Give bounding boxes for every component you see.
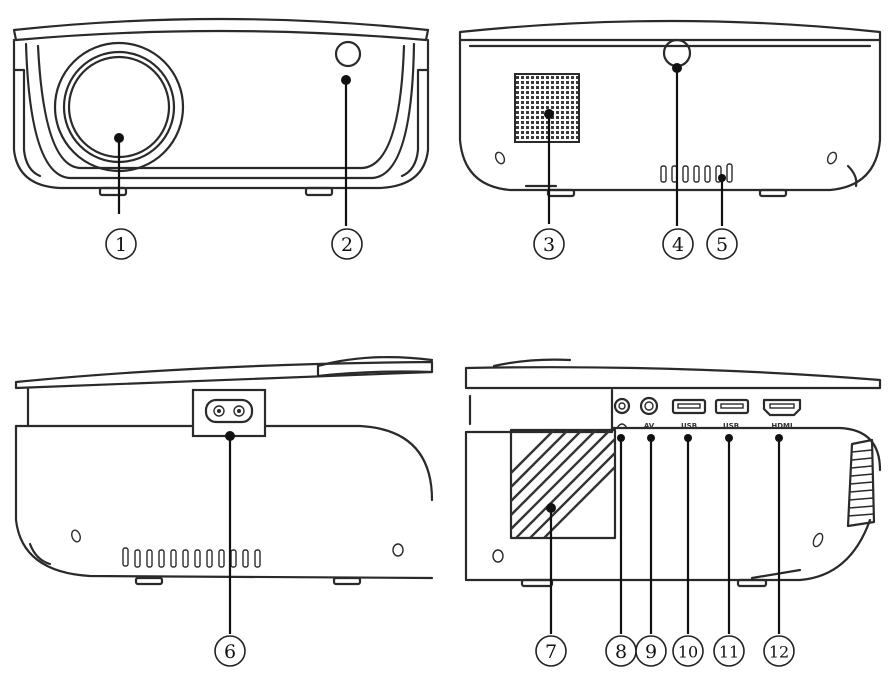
callout-12: 12 bbox=[763, 635, 795, 667]
hdmi-port-label: HDMI bbox=[771, 422, 792, 430]
usb-port-1-label: USB bbox=[681, 422, 697, 430]
usb-port-2-label: USB bbox=[723, 422, 739, 430]
callout-2-number: 2 bbox=[341, 234, 353, 256]
right-view: AV USB USB HDMI bbox=[464, 358, 882, 634]
hdmi-port: HDMI bbox=[762, 398, 802, 430]
callout-8: 8 bbox=[605, 635, 637, 667]
callout-6: 6 bbox=[214, 635, 246, 667]
callout-2: 2 bbox=[331, 228, 363, 260]
callout-7: 7 bbox=[535, 635, 567, 667]
callout-9: 9 bbox=[635, 635, 667, 667]
callout-3: 3 bbox=[533, 228, 565, 260]
vent-grill-right bbox=[509, 428, 617, 540]
side-grip-right bbox=[846, 438, 876, 528]
ir-sensor-front bbox=[334, 40, 362, 68]
speaker-grill bbox=[514, 73, 580, 143]
callout-12-number: 12 bbox=[769, 643, 789, 662]
callout-4: 4 bbox=[662, 228, 694, 260]
callout-9-number: 9 bbox=[645, 641, 657, 663]
callout-1-number: 1 bbox=[115, 234, 127, 256]
av-port-label: AV bbox=[644, 422, 655, 430]
front-view bbox=[12, 17, 430, 226]
power-socket-housing bbox=[191, 388, 267, 438]
av-port: AV bbox=[639, 396, 659, 430]
usb-port-1: USB bbox=[671, 398, 707, 430]
vent-slots-left bbox=[122, 547, 261, 568]
callout-3-number: 3 bbox=[543, 234, 555, 256]
callout-4-number: 4 bbox=[672, 234, 684, 256]
callout-11-number: 11 bbox=[719, 643, 739, 662]
callout-10: 10 bbox=[672, 635, 704, 667]
callout-8-number: 8 bbox=[615, 641, 627, 663]
back-view bbox=[458, 19, 882, 226]
left-view bbox=[14, 355, 434, 634]
callout-11: 11 bbox=[713, 635, 745, 667]
callout-10-number: 10 bbox=[678, 643, 698, 662]
callout-5: 5 bbox=[706, 228, 738, 260]
usb-port-2: USB bbox=[714, 398, 750, 430]
audio-port bbox=[613, 397, 631, 429]
callout-5-number: 5 bbox=[716, 234, 728, 256]
callout-1: 1 bbox=[105, 228, 137, 260]
power-socket bbox=[204, 398, 254, 424]
callout-6-number: 6 bbox=[224, 641, 236, 663]
callout-7-number: 7 bbox=[545, 641, 557, 663]
